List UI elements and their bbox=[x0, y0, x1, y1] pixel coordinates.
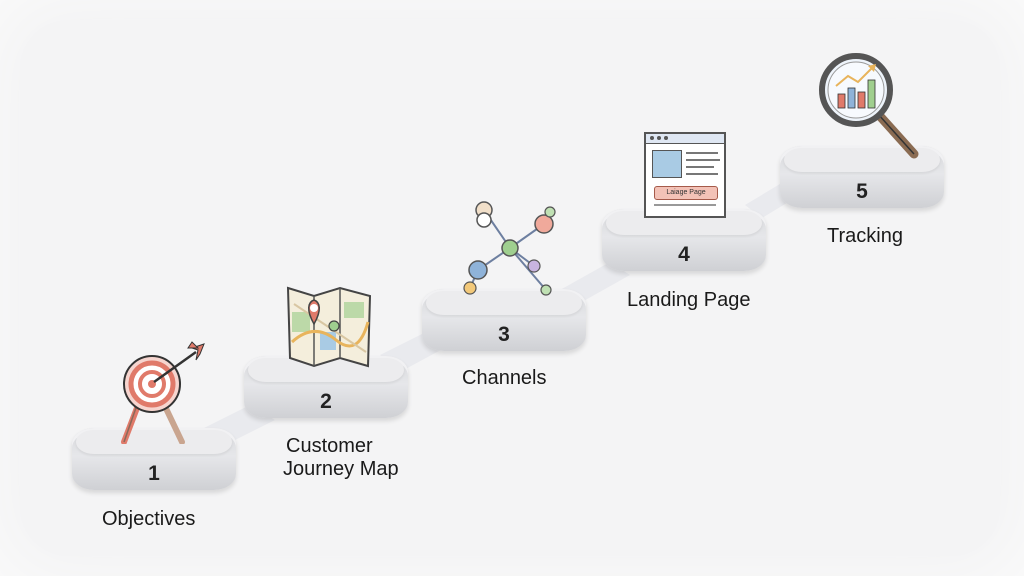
step-number: 4 bbox=[678, 243, 690, 266]
step-label: Objectives bbox=[102, 508, 196, 530]
pedestal-1: 1 bbox=[72, 428, 236, 490]
target-icon bbox=[121, 341, 205, 444]
step-label-line-1: Customer bbox=[286, 435, 373, 457]
map-icon bbox=[286, 286, 372, 368]
step-number: 5 bbox=[856, 180, 868, 203]
step-label: Tracking bbox=[827, 225, 903, 247]
cta-button-graphic: Laiage Page bbox=[654, 186, 718, 200]
step-label: Channels bbox=[462, 367, 547, 389]
step-number: 3 bbox=[498, 323, 510, 346]
step-number: 1 bbox=[148, 462, 160, 485]
step-label-line-2: Journey Map bbox=[283, 458, 399, 480]
landing-page-icon: Laiage Page bbox=[644, 132, 726, 218]
pedestal-3: 3 bbox=[422, 289, 586, 351]
magnifier-chart-icon bbox=[819, 53, 919, 159]
step-label: Landing Page bbox=[627, 289, 751, 311]
network-icon bbox=[463, 201, 556, 296]
step-number: 2 bbox=[320, 390, 332, 413]
pedestal-4: 4 bbox=[602, 209, 766, 271]
